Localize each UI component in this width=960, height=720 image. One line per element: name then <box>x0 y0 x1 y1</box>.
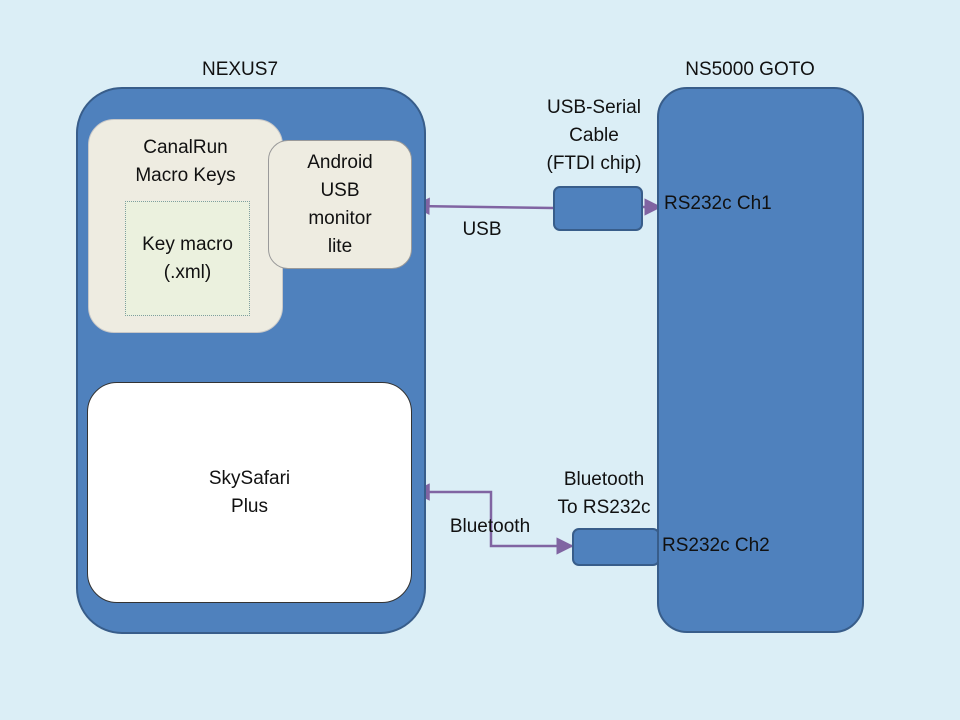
usb-adapter-line3: (FTDI chip) <box>546 153 642 174</box>
usb-monitor-line1: Android <box>307 151 373 173</box>
usb-link-label: USB <box>462 219 502 240</box>
skysafari-line1: SkySafari <box>208 467 291 489</box>
usb-monitor-panel: Android USB monitor lite <box>268 140 412 269</box>
bluetooth-connector <box>412 483 574 555</box>
usb-connector <box>412 197 554 215</box>
skysafari-panel: SkySafari Plus <box>87 382 412 603</box>
usb-adapter-line1: USB-Serial <box>547 97 641 118</box>
skysafari-line2: Plus <box>231 495 268 517</box>
usb-monitor-line3: monitor <box>308 207 372 229</box>
canalrun-label: CanalRun Macro Keys <box>88 133 283 191</box>
bluetooth-link-label: Bluetooth <box>449 516 531 537</box>
key-macro-line1: Key macro <box>142 233 233 255</box>
port-ch2-label: RS232c Ch2 <box>662 535 770 556</box>
port-ch1-label: RS232c Ch1 <box>664 193 772 214</box>
bt-adapter-line2: To RS232c <box>557 497 651 518</box>
key-macro-box: Key macro (.xml) <box>125 201 250 316</box>
key-macro-line2: (.xml) <box>163 261 212 283</box>
usb-monitor-line2: USB <box>320 179 360 201</box>
usb-monitor-line4: lite <box>327 235 353 257</box>
usb-adapter-line2: Cable <box>569 125 619 146</box>
canalrun-line2: Macro Keys <box>135 165 236 186</box>
usb-serial-cable <box>553 186 643 231</box>
bluetooth-adapter <box>572 528 660 566</box>
telescope-title: NS5000 GOTO <box>685 59 815 80</box>
usb-adapter-label: USB-Serial Cable (FTDI chip) <box>524 93 664 179</box>
bt-adapter-label: Bluetooth To RS232c <box>538 465 670 523</box>
bt-adapter-line1: Bluetooth <box>563 469 645 490</box>
telescope-device <box>657 87 864 633</box>
nexus-title: NEXUS7 <box>201 59 279 80</box>
canalrun-line1: CanalRun <box>143 137 228 158</box>
